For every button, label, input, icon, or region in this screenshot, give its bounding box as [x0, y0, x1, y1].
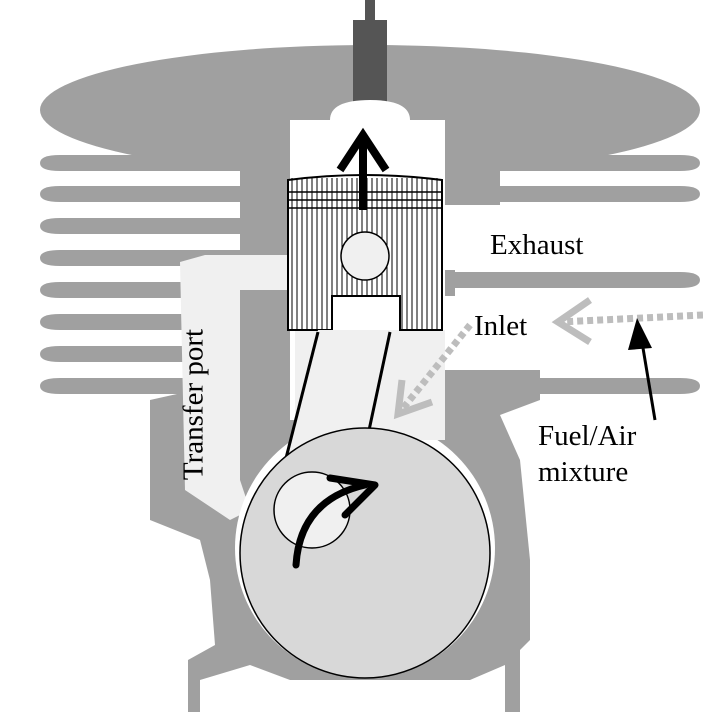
transfer-port-label: Transfer port — [177, 328, 210, 481]
fuel-air-line1: Fuel/Air — [538, 420, 637, 452]
fuel-air-line2: mixture — [538, 456, 629, 488]
fuel-air-mixture-label: Fuel/Air mixture — [538, 418, 636, 490]
crankshaft-disc — [239, 427, 491, 679]
inlet-to-crankcase-arrow — [397, 322, 473, 415]
wrist-pin — [340, 231, 390, 281]
combustion-chamber-dome — [330, 100, 410, 120]
inlet-label: Inlet — [474, 310, 528, 342]
crank-pin — [273, 471, 351, 549]
exhaust-label: Exhaust — [490, 229, 584, 261]
spark-plug-tip — [365, 0, 375, 22]
transfer-port-channel — [180, 255, 290, 520]
rotation-arrow — [292, 481, 369, 569]
exhaust-port — [440, 205, 703, 270]
piston — [287, 174, 443, 331]
inlet-flow-arrow — [559, 311, 703, 326]
spark-plug-body — [353, 20, 387, 112]
